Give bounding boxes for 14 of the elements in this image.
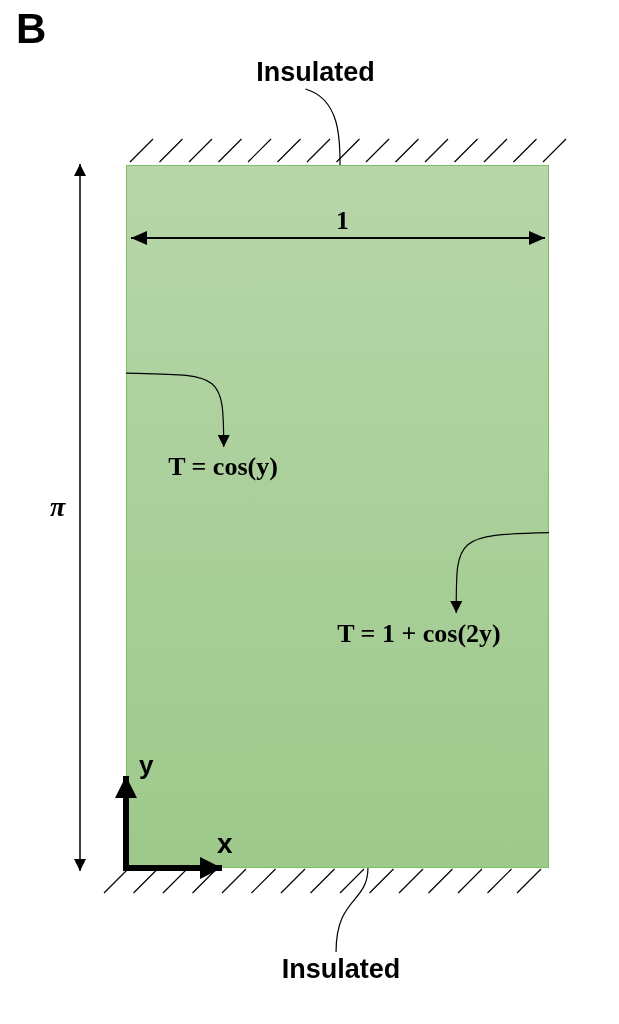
arrow [125, 372, 230, 448]
callout-text: Insulated [243, 55, 388, 89]
boundary-condition-text: T = 1 + cos(2y) [294, 614, 544, 654]
dimension-label: π [50, 493, 66, 521]
arrow [450, 532, 550, 614]
panel-letter: B [16, 8, 47, 50]
leader-line [335, 867, 369, 953]
axis-label: y [139, 752, 154, 778]
callout-text: Insulated [270, 952, 412, 986]
axis-label: x [217, 830, 233, 858]
domain-rectangle [126, 165, 549, 868]
dimension-label: 1 [336, 208, 349, 234]
boundary-condition-text: T = cos(y) [137, 448, 309, 486]
leader-line [304, 88, 341, 166]
